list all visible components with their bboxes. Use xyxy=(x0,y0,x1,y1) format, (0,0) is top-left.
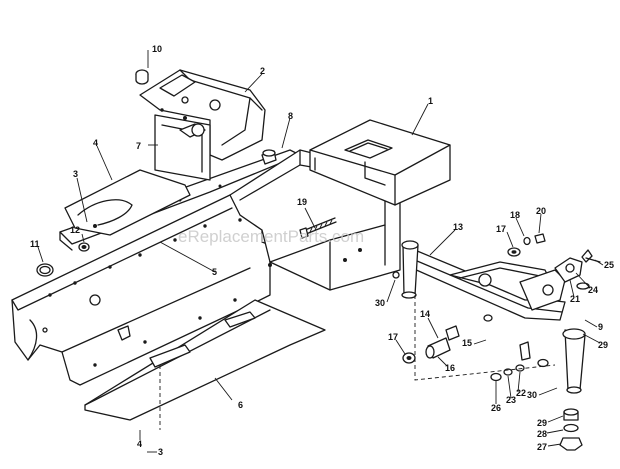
callout-5: 5 xyxy=(212,267,217,277)
callout-17: 17 xyxy=(496,224,506,234)
callout-16: 16 xyxy=(445,363,455,373)
callout-18: 18 xyxy=(510,210,520,220)
callout-20: 20 xyxy=(536,206,546,216)
part-19-bolt xyxy=(299,217,337,239)
part-2-bracket xyxy=(139,69,266,181)
hardware-top-right xyxy=(507,233,601,290)
callout-11: 11 xyxy=(30,239,40,249)
watermark: eReplacementParts.com xyxy=(178,227,364,246)
callout-2: 2 xyxy=(260,66,265,76)
part-13-axle xyxy=(401,240,586,394)
callout-6: 6 xyxy=(238,400,243,410)
callout-15: 15 xyxy=(462,338,472,348)
hardware-bottom-right xyxy=(490,358,583,451)
callout-12: 12 xyxy=(70,225,80,235)
callout-13: 13 xyxy=(453,222,463,232)
callout-29: 29 xyxy=(598,340,608,350)
callout-4: 4 xyxy=(93,138,98,148)
part-11-ring xyxy=(36,263,54,277)
callout-17b: 17 xyxy=(388,332,398,342)
callout-14: 14 xyxy=(420,309,430,319)
callout-23: 23 xyxy=(506,395,516,405)
part-6-skid xyxy=(84,299,326,430)
part-10-bushing xyxy=(135,69,149,85)
callouts: 10 2 1 8 7 4 3 12 11 19 5 13 17 18 20 25… xyxy=(30,44,614,457)
hardware-middle xyxy=(392,271,493,364)
callout-22: 22 xyxy=(516,388,526,398)
callout-10: 10 xyxy=(152,44,162,54)
callout-30b: 30 xyxy=(527,390,537,400)
callout-24: 24 xyxy=(588,285,598,295)
part-1-hood xyxy=(309,119,451,206)
leader-lines xyxy=(37,50,604,453)
callout-28: 28 xyxy=(537,429,547,439)
callout-27: 27 xyxy=(537,442,547,452)
callout-3b: 3 xyxy=(158,447,163,457)
callout-1: 1 xyxy=(428,96,433,106)
callout-19: 19 xyxy=(297,197,307,207)
callout-29b: 29 xyxy=(537,418,547,428)
part-4-shield xyxy=(64,169,191,236)
callout-25: 25 xyxy=(604,260,614,270)
callout-21: 21 xyxy=(570,294,580,304)
callout-3: 3 xyxy=(73,169,78,179)
part-8-bushing xyxy=(261,149,277,165)
callout-30: 30 xyxy=(375,298,385,308)
callout-26: 26 xyxy=(491,403,501,413)
part-12-grommet xyxy=(78,242,90,252)
callout-9: 9 xyxy=(598,322,603,332)
callout-8: 8 xyxy=(288,111,293,121)
callout-4b: 4 xyxy=(137,439,142,449)
callout-7: 7 xyxy=(136,141,141,151)
